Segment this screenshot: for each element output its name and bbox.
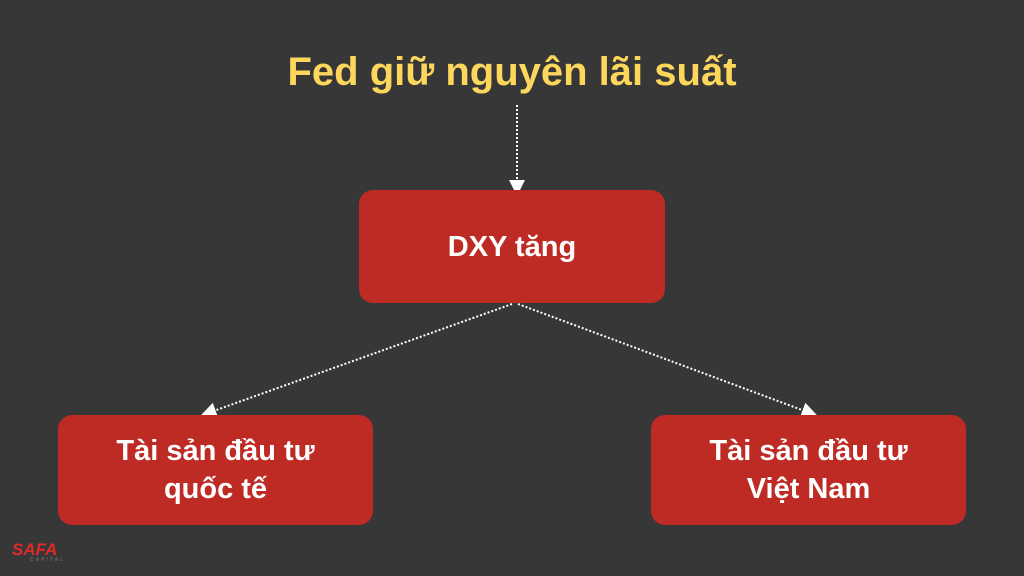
node-label-line2: Việt Nam [746, 473, 871, 505]
node-label-line1: Tài sản đầu tư [709, 435, 908, 467]
node-dxy-label: DXY tăng [447, 230, 577, 263]
node-vietnam-assets: Tài sản đầu tư Việt Nam [651, 415, 966, 525]
node-international-assets: Tài sản đầu tư quốc tế [58, 415, 373, 525]
node-label-line2: quốc tế [163, 473, 268, 505]
arrow-dxy-to-international [200, 303, 513, 418]
diagram-title: Fed giữ nguyên lãi suất [287, 50, 737, 94]
node-dxy: DXY tăng [359, 190, 665, 303]
node-label-line1: Tài sản đầu tư [116, 435, 315, 467]
arrow-dxy-to-vietnam [517, 303, 818, 418]
